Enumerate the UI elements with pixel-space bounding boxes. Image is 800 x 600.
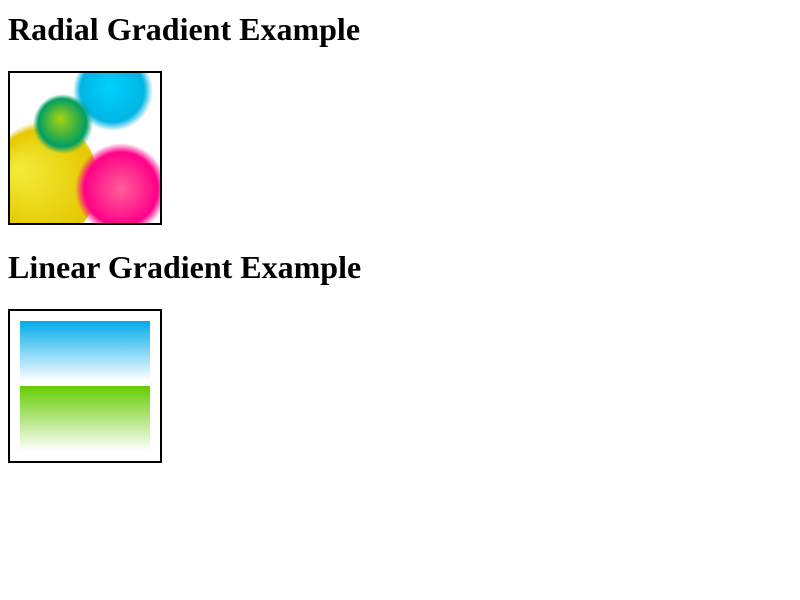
linear-gradient-canvas	[8, 309, 162, 463]
radial-gradient-heading: Radial Gradient Example	[8, 11, 361, 47]
linear-gradient-drawing	[10, 311, 160, 461]
green-circle	[33, 94, 93, 154]
sky-gradient-panel	[20, 321, 150, 381]
cyan-circle	[73, 73, 153, 131]
radial-gradient-drawing	[10, 73, 160, 223]
pink-circle	[75, 143, 160, 223]
grass-gradient-panel	[20, 386, 150, 451]
radial-gradient-canvas	[8, 71, 162, 225]
linear-gradient-heading: Linear Gradient Example	[8, 249, 362, 285]
